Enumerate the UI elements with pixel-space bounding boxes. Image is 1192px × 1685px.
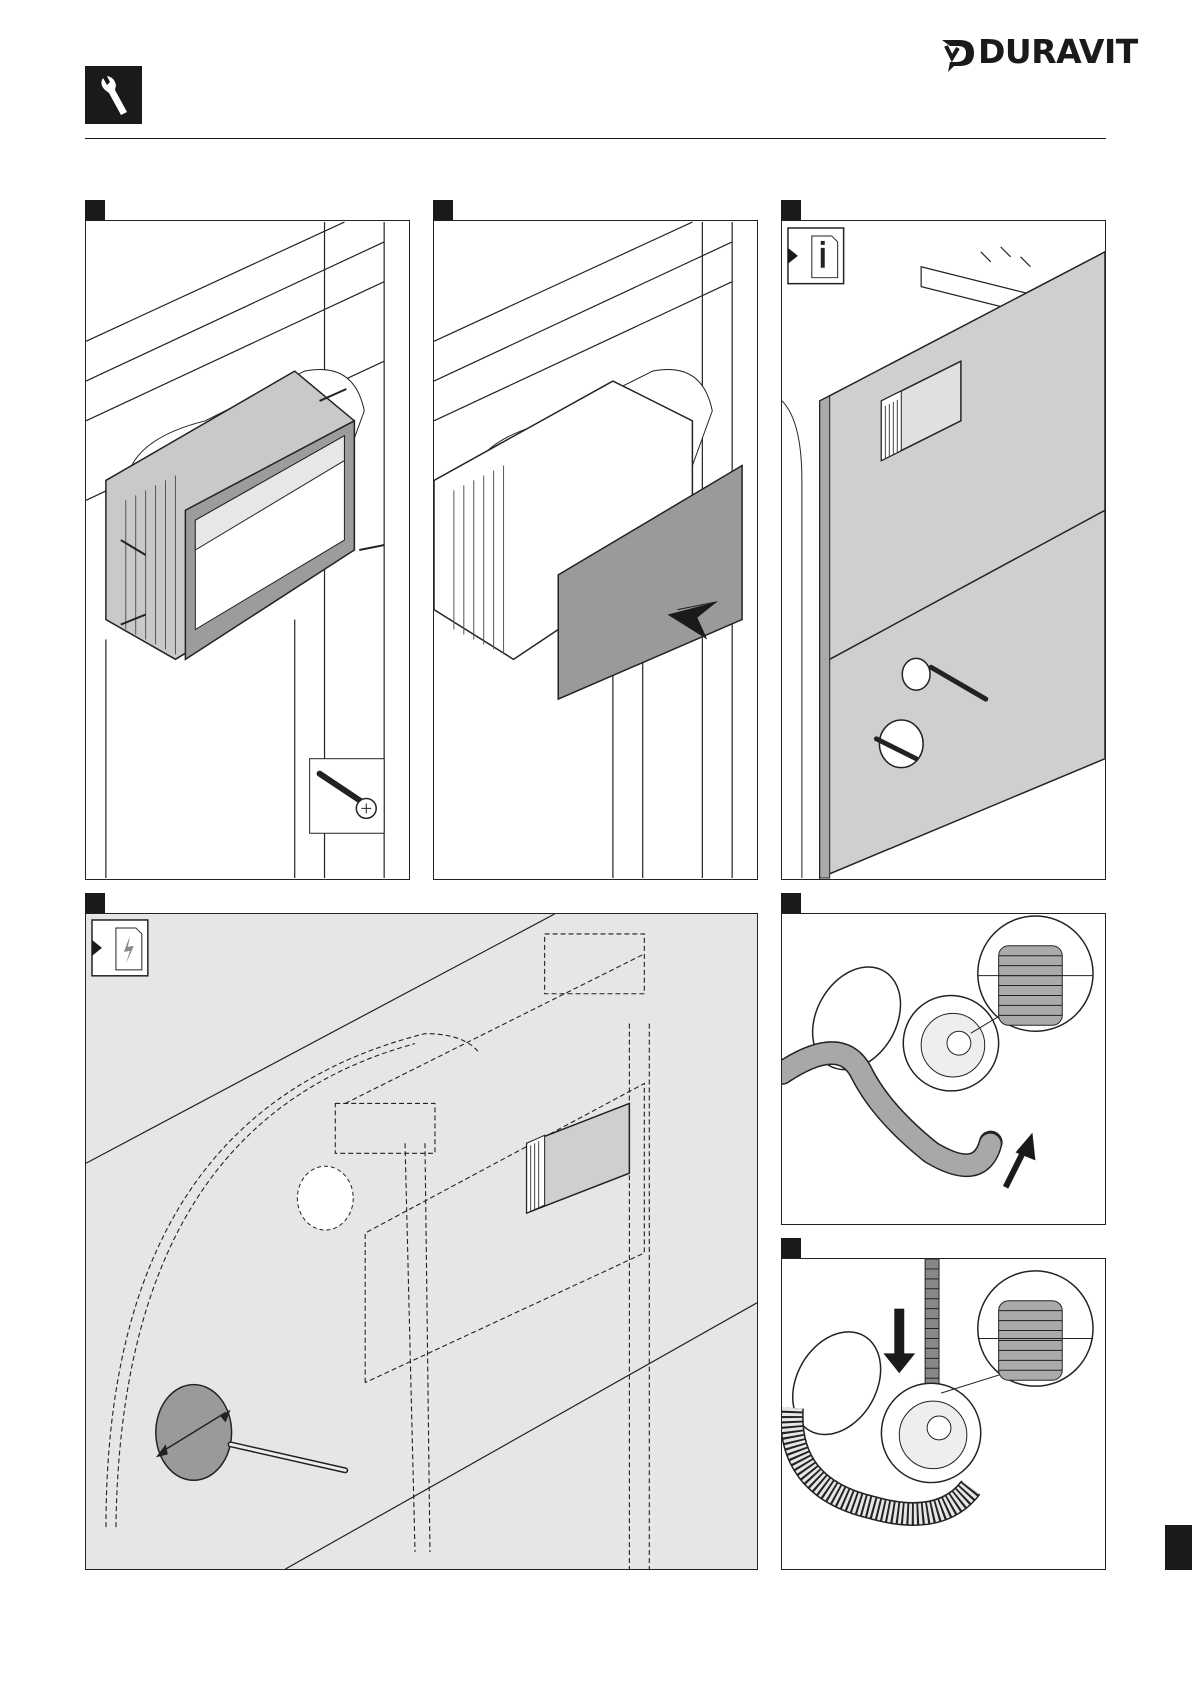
step-panel-4 xyxy=(85,913,758,1570)
step-panel-2 xyxy=(433,220,758,880)
mounting-box-illustration xyxy=(86,221,409,879)
step-marker-3 xyxy=(781,200,801,220)
page-side-tab xyxy=(1165,1525,1192,1570)
socket-box xyxy=(903,995,998,1090)
step-marker-1 xyxy=(85,200,105,220)
step-marker-5 xyxy=(781,893,801,913)
conduit-push-illustration xyxy=(782,1259,1105,1569)
frame-layout-illustration xyxy=(86,914,757,1569)
wrench-icon-tile xyxy=(85,66,142,124)
step-marker-2 xyxy=(433,200,453,220)
cover-plate-illustration xyxy=(434,221,757,879)
arrow-down-icon xyxy=(883,1309,915,1374)
magnifier-icon xyxy=(941,1271,1093,1393)
header-rule xyxy=(85,138,1106,139)
duravit-mark-icon xyxy=(940,34,980,74)
step-panel-6 xyxy=(781,1258,1106,1570)
wrench-icon xyxy=(85,66,142,124)
arrow-icon xyxy=(1006,1133,1036,1188)
conduit-insert-illustration xyxy=(782,914,1105,1224)
brand-name: DURAVIT xyxy=(978,32,1138,71)
step-panel-1 xyxy=(85,220,410,880)
wall-panel xyxy=(820,252,1105,878)
wall-panel-illustration xyxy=(782,221,1105,879)
socket-box xyxy=(881,1383,980,1482)
step-panel-5 xyxy=(781,913,1106,1225)
step-marker-4 xyxy=(85,893,105,913)
step-panel-3 xyxy=(781,220,1106,880)
brand-logo: DURAVIT xyxy=(940,32,1115,76)
step-marker-6 xyxy=(781,1238,801,1258)
